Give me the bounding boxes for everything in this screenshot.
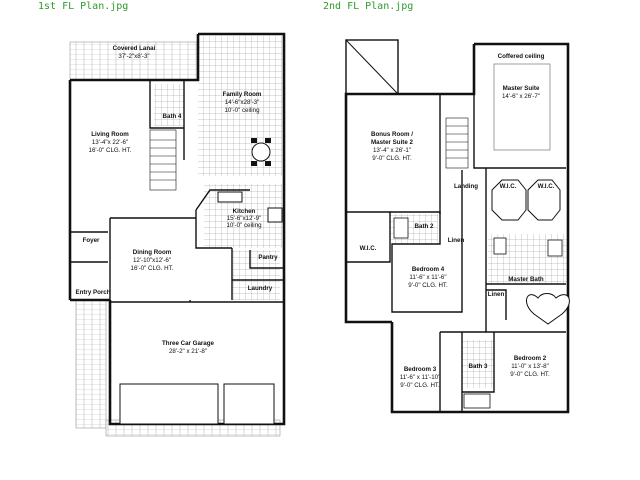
bath4-tile — [154, 84, 184, 126]
family-room-label: Family Room — [223, 91, 262, 98]
bath3-tile — [462, 340, 494, 388]
garage-doors — [119, 383, 275, 425]
master-tub — [525, 293, 570, 325]
bedroom2-dim: 11'-0" x 13'-8" — [511, 363, 549, 370]
bedroom4-label: Bedroom 4 — [412, 266, 445, 273]
foyer-label: Foyer — [83, 237, 100, 244]
landing-label: Landing — [454, 183, 478, 190]
living-room-label: Living Room — [91, 131, 129, 138]
covered-lanai-label: Covered Lanai — [113, 45, 156, 52]
master-suite-label: Master Suite — [503, 85, 540, 92]
bonus-room-label-1: Bonus Room / — [371, 131, 413, 138]
second-floor-stairs — [445, 117, 469, 169]
living-room-ceiling: 16'-0" CLG. HT. — [89, 147, 132, 154]
kitchen-ceiling: 10'-0" ceiling — [226, 222, 262, 229]
second-floor-interior-walls — [346, 94, 566, 412]
bedroom2-label: Bedroom 2 — [514, 355, 547, 362]
coffered-label: Coffered ceiling — [498, 53, 545, 60]
cooktop — [267, 207, 283, 223]
bedroom4-dim: 11'-6" x 11'-6" — [409, 274, 446, 281]
bedroom3-dim: 11'-6" x 11'-10" — [400, 374, 441, 381]
family-room-dim: 14'-6"x28'-3" — [225, 99, 260, 106]
garage-dim: 28'-2" x 21'-8" — [169, 348, 207, 355]
linen-2-label: Linen — [488, 291, 505, 298]
wic-closets — [491, 179, 561, 221]
linen-1-label: Linen — [448, 237, 465, 244]
dining-room-dim: 12'-10"x12'-6" — [133, 257, 171, 264]
master-suite-dim: 14'-6" x 26'-7" — [502, 93, 540, 100]
bedroom3-label: Bedroom 3 — [404, 366, 437, 373]
bonus-room-dim: 13'-4" x 26'-1" — [373, 147, 411, 154]
master-shower — [547, 239, 563, 257]
lanai-area — [69, 41, 199, 81]
first-floor-plan: Covered Lanai 37'-2"x8'-3" Family Room 1… — [68, 32, 286, 437]
wic-right-label: W.I.C. — [538, 183, 555, 190]
laundry-label: Laundry — [248, 285, 273, 292]
wic-left-label: W.I.C. — [500, 183, 517, 190]
bonus-room-ceiling: 9'-0" CLG. HT. — [372, 155, 412, 162]
bath2-tub — [393, 217, 409, 239]
dining-room-label: Dining Room — [133, 249, 172, 256]
roof-section — [345, 39, 399, 95]
bath3-tub — [463, 393, 491, 409]
entry-porch-label: Entry Porch — [75, 289, 110, 296]
master-bath-label: Master Bath — [508, 276, 544, 283]
first-floor-walls — [68, 32, 286, 426]
bath2-label: Bath 2 — [415, 223, 434, 230]
dining-room-ceiling: 16'-0" CLG. HT. — [131, 265, 174, 272]
wic-bonus-label: W.I.C. — [360, 245, 377, 252]
first-floor-caption: 1st FL Plan.jpg — [38, 1, 129, 12]
garage-label: Three Car Garage — [162, 340, 214, 347]
first-floor-interior-walls — [70, 80, 284, 303]
master-vanity — [493, 237, 507, 255]
pantry-label: Pantry — [258, 254, 278, 261]
coffered-ceiling — [493, 63, 551, 151]
bonus-room-label-2: Master Suite 2 — [371, 139, 414, 146]
kitchen-island — [217, 191, 243, 203]
covered-lanai-dim: 37'-2"x8'-3" — [118, 53, 149, 60]
bedroom3-ceiling: 9'-0" CLG. HT. — [400, 382, 440, 389]
kitchen-dim: 15'-6"x12'-9" — [227, 215, 262, 222]
bedroom2-ceiling: 9'-0" CLG. HT. — [510, 371, 550, 378]
bath4-label: Bath 4 — [163, 113, 182, 120]
kitchen-label: Kitchen — [233, 208, 256, 215]
second-floor-plan: Coffered ceiling Master Suite 14'-6" x 2… — [344, 39, 570, 414]
first-floor-stairs — [149, 129, 177, 191]
family-room-ceiling: 10'-0" ceiling — [224, 107, 260, 114]
bedroom4-ceiling: 9'-0" CLG. HT. — [408, 282, 448, 289]
entry-walk — [75, 299, 107, 429]
second-floor-caption: 2nd FL Plan.jpg — [323, 1, 414, 12]
living-room-dim: 13'-4"x 22'-6" — [92, 139, 128, 146]
bath3-label: Bath 3 — [469, 363, 488, 370]
laundry-tile — [232, 250, 280, 300]
family-dining-table — [251, 138, 271, 166]
